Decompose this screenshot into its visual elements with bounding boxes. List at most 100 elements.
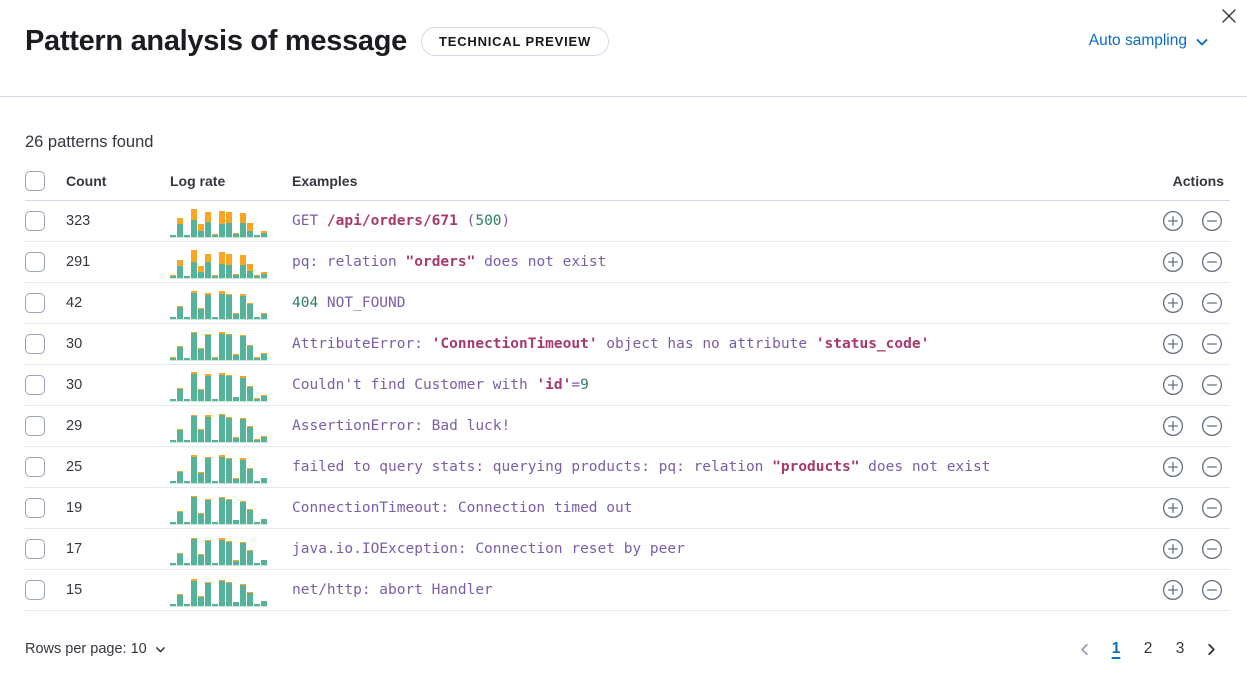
row-actions (1120, 251, 1230, 273)
row-checkbox[interactable] (25, 252, 45, 272)
plus-circle-button[interactable] (1162, 456, 1184, 478)
log-rate-sparkline (170, 535, 268, 566)
flyout-body: 26 patterns found Count Log rate Example… (0, 133, 1247, 662)
plus-circle-icon (1162, 415, 1184, 437)
minus-circle-icon (1201, 374, 1223, 396)
minus-circle-icon (1201, 333, 1223, 355)
minus-circle-button[interactable] (1201, 538, 1223, 560)
row-checkbox[interactable] (25, 211, 45, 231)
row-checkbox[interactable] (25, 580, 45, 600)
minus-circle-button[interactable] (1201, 497, 1223, 519)
minus-circle-icon (1201, 251, 1223, 273)
select-all-checkbox[interactable] (25, 171, 45, 191)
page-button-3[interactable]: 3 (1168, 636, 1192, 662)
pattern-count: 30 (66, 323, 170, 365)
pattern-count: 323 (66, 200, 170, 242)
previous-page-button[interactable] (1073, 640, 1096, 659)
flyout-header: Pattern analysis of message TECHNICAL PR… (0, 0, 1247, 97)
row-actions (1120, 333, 1230, 355)
log-rate-sparkline (170, 330, 268, 361)
table-header-row: Count Log rate Examples Actions (25, 165, 1230, 201)
minus-circle-button[interactable] (1201, 374, 1223, 396)
plus-circle-button[interactable] (1162, 579, 1184, 601)
minus-circle-icon (1201, 538, 1223, 560)
chevron-left-icon (1077, 642, 1092, 657)
pattern-count: 17 (66, 528, 170, 570)
row-checkbox[interactable] (25, 375, 45, 395)
plus-circle-button[interactable] (1162, 251, 1184, 273)
column-header-actions: Actions (1120, 165, 1230, 201)
row-actions (1120, 210, 1230, 232)
row-actions (1120, 292, 1230, 314)
table-row: 30 AttributeError: 'ConnectionTimeout' ob… (25, 323, 1230, 365)
row-checkbox[interactable] (25, 416, 45, 436)
example-text: AttributeError: 'ConnectionTimeout' obje… (292, 323, 1120, 365)
close-icon (1222, 9, 1236, 23)
row-checkbox[interactable] (25, 293, 45, 313)
minus-circle-button[interactable] (1201, 333, 1223, 355)
pattern-count: 19 (66, 487, 170, 529)
minus-circle-icon (1201, 579, 1223, 601)
minus-circle-button[interactable] (1201, 415, 1223, 437)
example-text: java.io.IOException: Connection reset by… (292, 528, 1120, 570)
minus-circle-button[interactable] (1201, 456, 1223, 478)
log-rate-sparkline (170, 248, 268, 279)
plus-circle-icon (1162, 579, 1184, 601)
minus-circle-button[interactable] (1201, 292, 1223, 314)
row-checkbox[interactable] (25, 539, 45, 559)
page-title: Pattern analysis of message (25, 25, 407, 57)
row-actions (1120, 538, 1230, 560)
minus-circle-button[interactable] (1201, 210, 1223, 232)
row-checkbox[interactable] (25, 498, 45, 518)
log-rate-sparkline (170, 289, 268, 320)
plus-circle-button[interactable] (1162, 497, 1184, 519)
plus-circle-button[interactable] (1162, 415, 1184, 437)
page-button-1[interactable]: 1 (1104, 636, 1128, 662)
minus-circle-button[interactable] (1201, 579, 1223, 601)
pattern-count: 15 (66, 569, 170, 611)
sampling-dropdown-label: Auto sampling (1088, 32, 1187, 49)
plus-circle-button[interactable] (1162, 333, 1184, 355)
example-text: ConnectionTimeout: Connection timed out (292, 487, 1120, 529)
page-button-2[interactable]: 2 (1136, 636, 1160, 662)
plus-circle-button[interactable] (1162, 210, 1184, 232)
rows-per-page-label: Rows per page: 10 (25, 641, 147, 657)
plus-circle-icon (1162, 210, 1184, 232)
close-button[interactable] (1217, 4, 1241, 28)
pattern-count: 25 (66, 446, 170, 488)
log-rate-sparkline (170, 207, 268, 238)
log-rate-sparkline (170, 494, 268, 525)
column-header-log-rate: Log rate (170, 165, 292, 201)
row-actions (1120, 374, 1230, 396)
sampling-dropdown-button[interactable]: Auto sampling (1089, 32, 1210, 50)
example-text: failed to query stats: querying products… (292, 446, 1120, 488)
column-header-examples: Examples (292, 165, 1120, 201)
minus-circle-button[interactable] (1201, 251, 1223, 273)
rows-per-page-button[interactable]: Rows per page: 10 (25, 641, 167, 657)
pattern-count: 42 (66, 282, 170, 324)
pattern-count: 30 (66, 364, 170, 406)
row-checkbox[interactable] (25, 334, 45, 354)
plus-circle-button[interactable] (1162, 538, 1184, 560)
table-row: 19 ConnectionTimeout: Connection timed ou… (25, 487, 1230, 529)
table-row: 25 failed to query stats: querying produc… (25, 446, 1230, 488)
row-checkbox[interactable] (25, 457, 45, 477)
technical-preview-badge: TECHNICAL PREVIEW (420, 27, 610, 56)
plus-circle-button[interactable] (1162, 292, 1184, 314)
log-rate-sparkline (170, 576, 268, 607)
chevron-down-icon (154, 643, 167, 656)
plus-circle-button[interactable] (1162, 374, 1184, 396)
minus-circle-icon (1201, 497, 1223, 519)
next-page-button[interactable] (1200, 640, 1223, 659)
example-text: pq: relation "orders" does not exist (292, 241, 1120, 283)
patterns-found-text: 26 patterns found (25, 133, 154, 151)
row-actions (1120, 456, 1230, 478)
plus-circle-icon (1162, 538, 1184, 560)
row-actions (1120, 415, 1230, 437)
plus-circle-icon (1162, 251, 1184, 273)
